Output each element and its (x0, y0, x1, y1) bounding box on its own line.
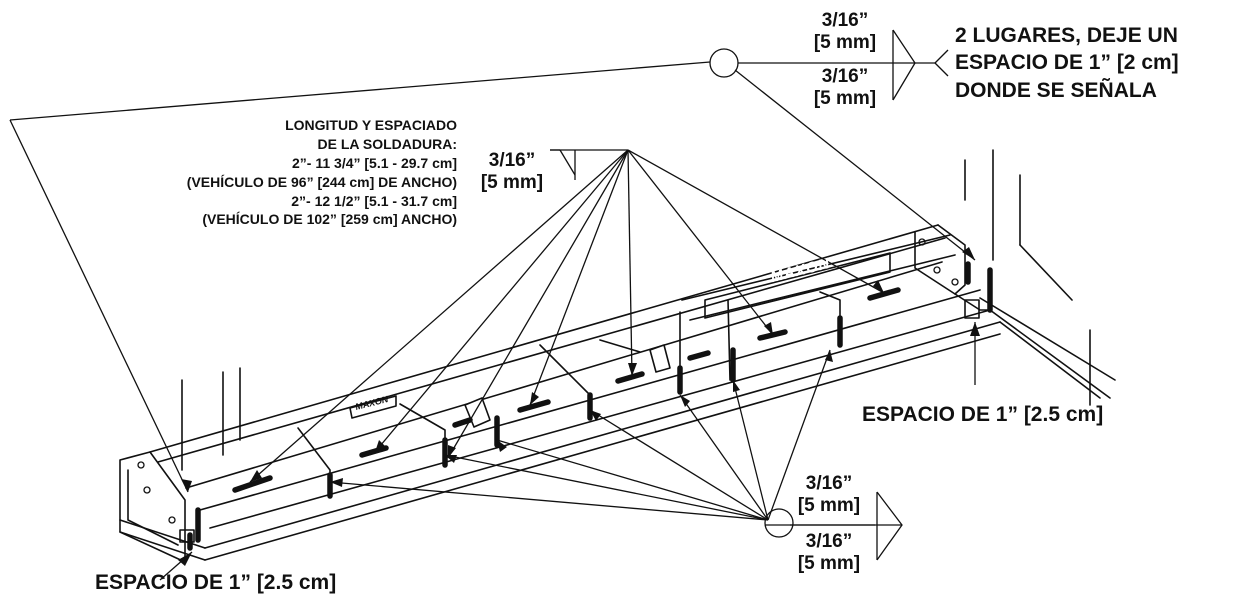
spec-line: 2”- 11 3/4” [5.1 - 29.7 cm] (292, 154, 457, 171)
weld-symbol-bottom-lower: 3/16” [5 mm] (786, 531, 872, 575)
weld-metric-label: [5 mm] (797, 552, 861, 574)
note-line: 2 LUGARES, DEJE UN (955, 24, 1178, 47)
weld-length-spacing-spec: LONGITUD Y ESPACIADO DE LA SOLDADURA: 2”… (187, 116, 457, 229)
weld-symbol-graphics (550, 29, 949, 561)
weld-metric-label: [5 mm] (480, 171, 544, 193)
spec-line: (VEHÍCULO DE 102” [259 cm] ANCHO) (202, 211, 457, 228)
weld-metric-label: [5 mm] (813, 87, 877, 109)
note-line: ESPACIO DE 1” [2 cm] (955, 51, 1179, 75)
bolt-holes (137, 238, 959, 524)
spec-line: LONGITUD Y ESPACIADO (285, 117, 457, 133)
weld-symbol-mid: 3/16” [5 mm] (470, 150, 554, 194)
leader-lines (9, 61, 976, 581)
weld-symbol-bottom-upper: 3/16” [5 mm] (786, 473, 872, 517)
weld-size-label: 3/16” (821, 10, 869, 31)
spec-line: 2”- 12 1/2” [5.1 - 31.7 cm] (291, 192, 457, 209)
gap-callout-right: ESPACIO DE 1” [2.5 cm] (862, 403, 1104, 426)
weld-size-label: 3/16” (805, 473, 853, 494)
weld-size-label: 3/16” (805, 531, 853, 552)
gap-note-top-right: 2 LUGARES, DEJE UN ESPACIO DE 1” [2 cm] … (955, 22, 1179, 104)
weld-beads (187, 261, 993, 551)
spec-line: DE LA SOLDADURA: (317, 135, 457, 152)
weld-size-label: 3/16” (821, 66, 869, 87)
spec-line: (VEHÍCULO DE 96” [244 cm] DE ANCHO) (186, 173, 457, 190)
weld-symbol-top-upper: 3/16” [5 mm] (800, 10, 890, 54)
weld-symbol-top-lower: 3/16” [5 mm] (800, 66, 890, 110)
weld-metric-label: [5 mm] (813, 31, 877, 53)
note-line: DONDE SE SEÑALA (955, 78, 1157, 102)
gap-callout-left: ESPACIO DE 1” [2.5 cm] (95, 571, 337, 594)
weld-metric-label: [5 mm] (797, 494, 861, 516)
weld-size-label: 3/16” (488, 150, 536, 171)
arrowheads (178, 247, 980, 566)
